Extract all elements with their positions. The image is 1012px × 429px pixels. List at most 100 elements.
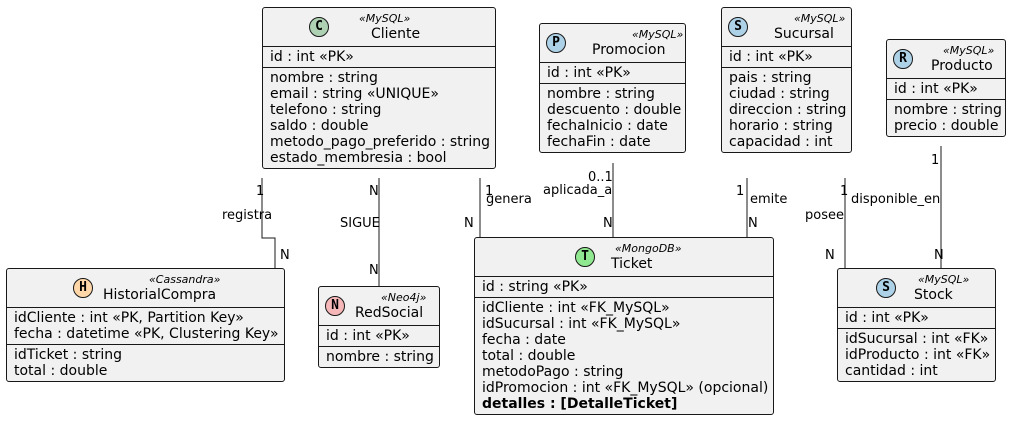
class-name: Stock — [914, 287, 953, 303]
label-aplicada-a: aplicada_a — [543, 183, 613, 198]
attribute: estado_membresia : bool — [270, 150, 447, 166]
label-sigue: SIGUE — [340, 216, 380, 231]
attribute: horario : string — [729, 118, 833, 134]
keys-section: id : int «PK» — [887, 79, 1005, 99]
mult-aplicada-to: N — [603, 216, 613, 231]
stereotype-label: «Cassandra» — [149, 273, 221, 286]
stereotype-label: «MySQL» — [794, 12, 846, 25]
class-name: Cliente — [371, 26, 421, 42]
class-producto[interactable]: R «MySQL» Producto id : int «PK» nombre … — [886, 39, 1006, 137]
mult-aplicada-from: 0..1 — [588, 170, 613, 185]
stereotype-label: «MySQL» — [359, 12, 411, 25]
class-s-icon: S — [876, 278, 896, 298]
class-ticket[interactable]: T «MongoDB» Ticket id : string «PK» idCl… — [474, 237, 774, 415]
keys-section: id : string «PK» — [475, 277, 773, 297]
attribute: id : int «PK» — [894, 81, 978, 97]
class-header: T «MongoDB» Ticket — [475, 238, 773, 277]
attributes-section: nombre : string precio : double — [887, 99, 1005, 136]
stereotype-label: «MySQL» — [943, 44, 995, 57]
keys-section: id : int «PK» — [263, 47, 495, 67]
attribute: fecha : date — [482, 332, 566, 348]
edge-registra — [261, 178, 276, 269]
class-header: S «MySQL» Stock — [838, 269, 995, 308]
keys-section: id : int «PK» — [540, 63, 685, 83]
class-r-icon: R — [893, 49, 913, 69]
label-genera: genera — [486, 192, 532, 207]
class-c-icon: C — [309, 17, 329, 37]
attribute: idSucursal : int «FK_MySQL» — [482, 316, 681, 332]
attribute: pais : string — [729, 70, 812, 86]
class-n-icon: N — [325, 296, 345, 316]
class-header: C «MySQL» Cliente — [263, 8, 495, 47]
class-name: Promocion — [592, 42, 666, 58]
attribute: email : string «UNIQUE» — [270, 86, 439, 102]
mult-disponible-from: 1 — [931, 153, 940, 168]
attribute: cantidad : int — [845, 363, 938, 379]
attribute: capacidad : int — [729, 134, 833, 150]
class-h-icon: H — [73, 278, 93, 298]
attributes-section: idSucursal : int «FK» idProducto : int «… — [838, 328, 995, 381]
attribute: fecha : datetime «PK, Clustering Key» — [14, 326, 279, 342]
class-promocion[interactable]: P «MySQL» Promocion id : int «PK» nombre… — [539, 23, 686, 153]
attribute: id : int «PK» — [729, 49, 813, 65]
class-name: Ticket — [611, 256, 653, 272]
attribute: metodo_pago_preferido : string — [270, 134, 491, 150]
attribute: fechaInicio : date — [547, 118, 668, 134]
attribute: nombre : string — [326, 349, 434, 365]
stereotype-label: «MongoDB» — [615, 242, 682, 255]
mult-emite-to: N — [748, 216, 758, 231]
attribute: idCliente : int «FK_MySQL» — [482, 300, 670, 316]
attribute: descuento : double — [547, 102, 682, 118]
attribute: direccion : string — [729, 102, 847, 118]
attributes-section: nombre : string email : string «UNIQUE» … — [263, 67, 495, 168]
mult-disponible-to: N — [934, 248, 944, 263]
attributes-section: idTicket : string total : double — [7, 344, 284, 381]
attribute: nombre : string — [547, 86, 655, 102]
label-posee: posee — [805, 208, 844, 223]
attribute: total : double — [482, 348, 576, 364]
stereotype-label: «MySQL» — [632, 28, 684, 41]
attribute: saldo : double — [270, 118, 369, 134]
attributes-section: nombre : string — [319, 346, 439, 367]
attribute: id : int «PK» — [845, 310, 929, 326]
mult-emite-from: 1 — [736, 184, 745, 199]
attribute: id : string «PK» — [482, 279, 588, 295]
mult-registra-to: N — [280, 248, 290, 263]
label-disponible-en: disponible_en — [851, 192, 941, 207]
attribute: idCliente : int «PK, Partition Key» — [14, 310, 244, 326]
attribute: nombre : string — [270, 70, 378, 86]
keys-section: idCliente : int «PK, Partition Key» fech… — [7, 308, 284, 344]
class-cliente[interactable]: C «MySQL» Cliente id : int «PK» nombre :… — [262, 7, 496, 169]
keys-section: id : int «PK» — [319, 326, 439, 346]
class-stock[interactable]: S «MySQL» Stock id : int «PK» idSucursal… — [837, 268, 996, 382]
mult-registra-from: 1 — [256, 184, 265, 199]
attributes-section: pais : string ciudad : string direccion … — [722, 67, 851, 152]
class-name: HistorialCompra — [103, 287, 217, 303]
class-t-icon: T — [575, 247, 595, 267]
label-registra: registra — [222, 208, 273, 223]
mult-sigue-from: N — [369, 184, 379, 199]
class-name: Producto — [931, 58, 993, 74]
class-name: Sucursal — [774, 26, 834, 42]
mult-genera-to: N — [464, 216, 474, 231]
attribute-embedded: detalles : [DetalleTicket] — [482, 396, 678, 412]
attribute: total : double — [14, 363, 108, 379]
class-header: R «MySQL» Producto — [887, 40, 1005, 79]
class-sucursal[interactable]: S «MySQL» Sucursal id : int «PK» pais : … — [721, 7, 852, 153]
class-historialcompra[interactable]: H «Cassandra» HistorialCompra idCliente … — [6, 268, 285, 382]
class-s-icon: S — [728, 17, 748, 37]
attribute: id : int «PK» — [270, 49, 354, 65]
mult-genera-from: 1 — [485, 184, 494, 199]
attribute: telefono : string — [270, 102, 382, 118]
class-redsocial[interactable]: N «Neo4j» RedSocial id : int «PK» nombre… — [318, 286, 440, 368]
stereotype-label: «Neo4j» — [381, 291, 427, 304]
mult-posee-from: 1 — [840, 184, 849, 199]
class-header: P «MySQL» Promocion — [540, 24, 685, 63]
mult-sigue-to: N — [369, 263, 379, 278]
class-name: RedSocial — [355, 305, 424, 321]
attribute: id : int «PK» — [547, 65, 631, 81]
attribute: nombre : string — [894, 102, 1002, 118]
keys-section: id : int «PK» — [722, 47, 851, 67]
attribute: metodoPago : string — [482, 364, 624, 380]
